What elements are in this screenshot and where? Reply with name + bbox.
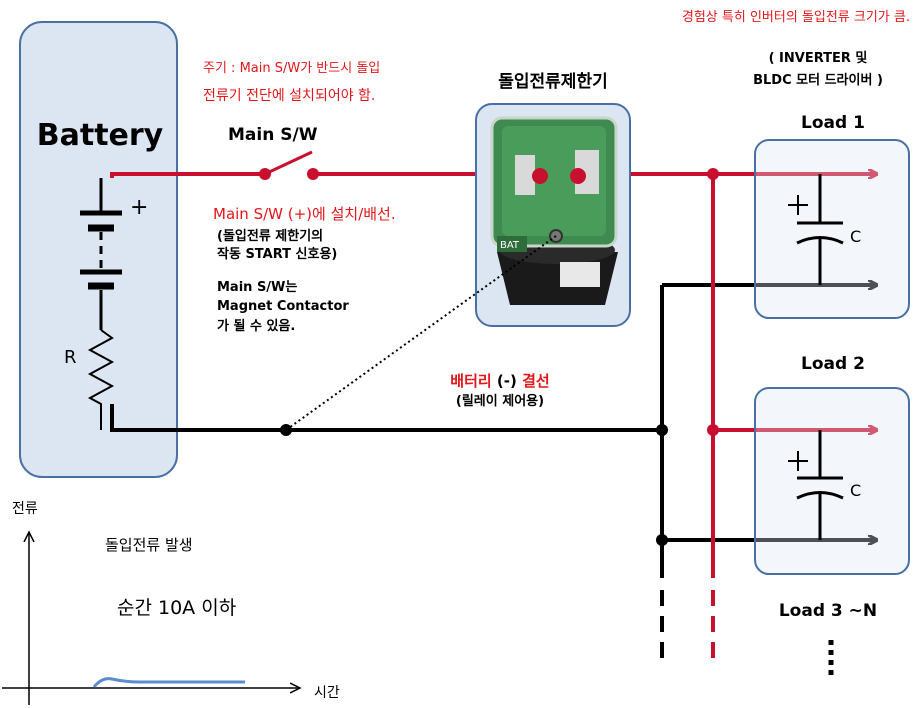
inverter-note-line1: ( INVERTER 및 [769, 51, 868, 66]
switch-note-red: Main S/W (+)에 설치/배선. [213, 205, 396, 223]
note-top-line1: 주기 : Main S/W가 반드시 돌입 [203, 61, 380, 76]
positive-bus-junction [707, 168, 719, 180]
negative-wire-label-3: 결선 [522, 372, 550, 390]
load3-label: Load 3 ~N [779, 601, 877, 621]
negative-wire-label-2: (-) [497, 372, 517, 390]
switch-note-line5: Magnet Contactor [217, 299, 349, 314]
limiter-device-label: BAT [500, 240, 520, 251]
switch-note-line3: 작동 START 신호용) [217, 246, 337, 262]
load1-box [754, 139, 910, 319]
graph-xlabel: 시간 [314, 685, 340, 701]
resistor-label: R [64, 347, 77, 368]
load1-cap-label: C [850, 227, 861, 246]
negative-wire-label-1: 배터리 [450, 372, 491, 390]
load1-capacitor-symbol [788, 174, 844, 285]
graph-current-curve [92, 677, 245, 688]
negative-wire [110, 404, 662, 432]
inverter-note-top: 경험상 특히 인버터의 돌입전류 크기가 큼. [682, 10, 910, 25]
load2-negative-junction [656, 534, 668, 546]
switch-note-line4: Main S/W는 [217, 280, 297, 295]
load2-box [754, 387, 910, 575]
battery-cell-symbol [80, 178, 122, 330]
battery-box [19, 21, 178, 478]
load2-label: Load 2 [801, 354, 865, 374]
limiter-title: 돌입전류제한기 [498, 72, 607, 92]
negative-wire-label: 배터리 (-) 결선 [450, 372, 549, 390]
battery-plus-sign: + [130, 195, 148, 220]
battery-label: Battery [37, 118, 164, 153]
graph-caption2: 순간 10A 이하 [117, 597, 236, 619]
load2-positive-junction [707, 424, 719, 436]
note-top-line2: 전류기 전단에 설치되어야 함. [203, 88, 375, 104]
load2-capacitor-symbol [788, 430, 844, 540]
negative-junction [280, 424, 292, 436]
resistor-symbol [87, 329, 115, 430]
load1-label: Load 1 [801, 113, 865, 133]
graph-caption1: 돌입전류 발생 [105, 536, 193, 554]
relay-signal-dotted-line [285, 235, 557, 431]
positive-wire [110, 172, 263, 178]
negative-wire-sublabel: (릴레이 제어용) [456, 393, 544, 409]
main-switch-label: Main S/W [228, 125, 318, 145]
load2-cap-label: C [850, 481, 861, 500]
switch-lever [264, 150, 313, 176]
inverter-note-line2: BLDC 모터 드라이버 ) [753, 72, 883, 88]
switch-note-line6: 가 될 수 있음. [217, 318, 295, 334]
graph-ylabel: 전류 [12, 501, 38, 517]
limiter-device-image [490, 116, 618, 305]
switch-note-line2: (돌입전류 제한기의 [217, 228, 323, 244]
